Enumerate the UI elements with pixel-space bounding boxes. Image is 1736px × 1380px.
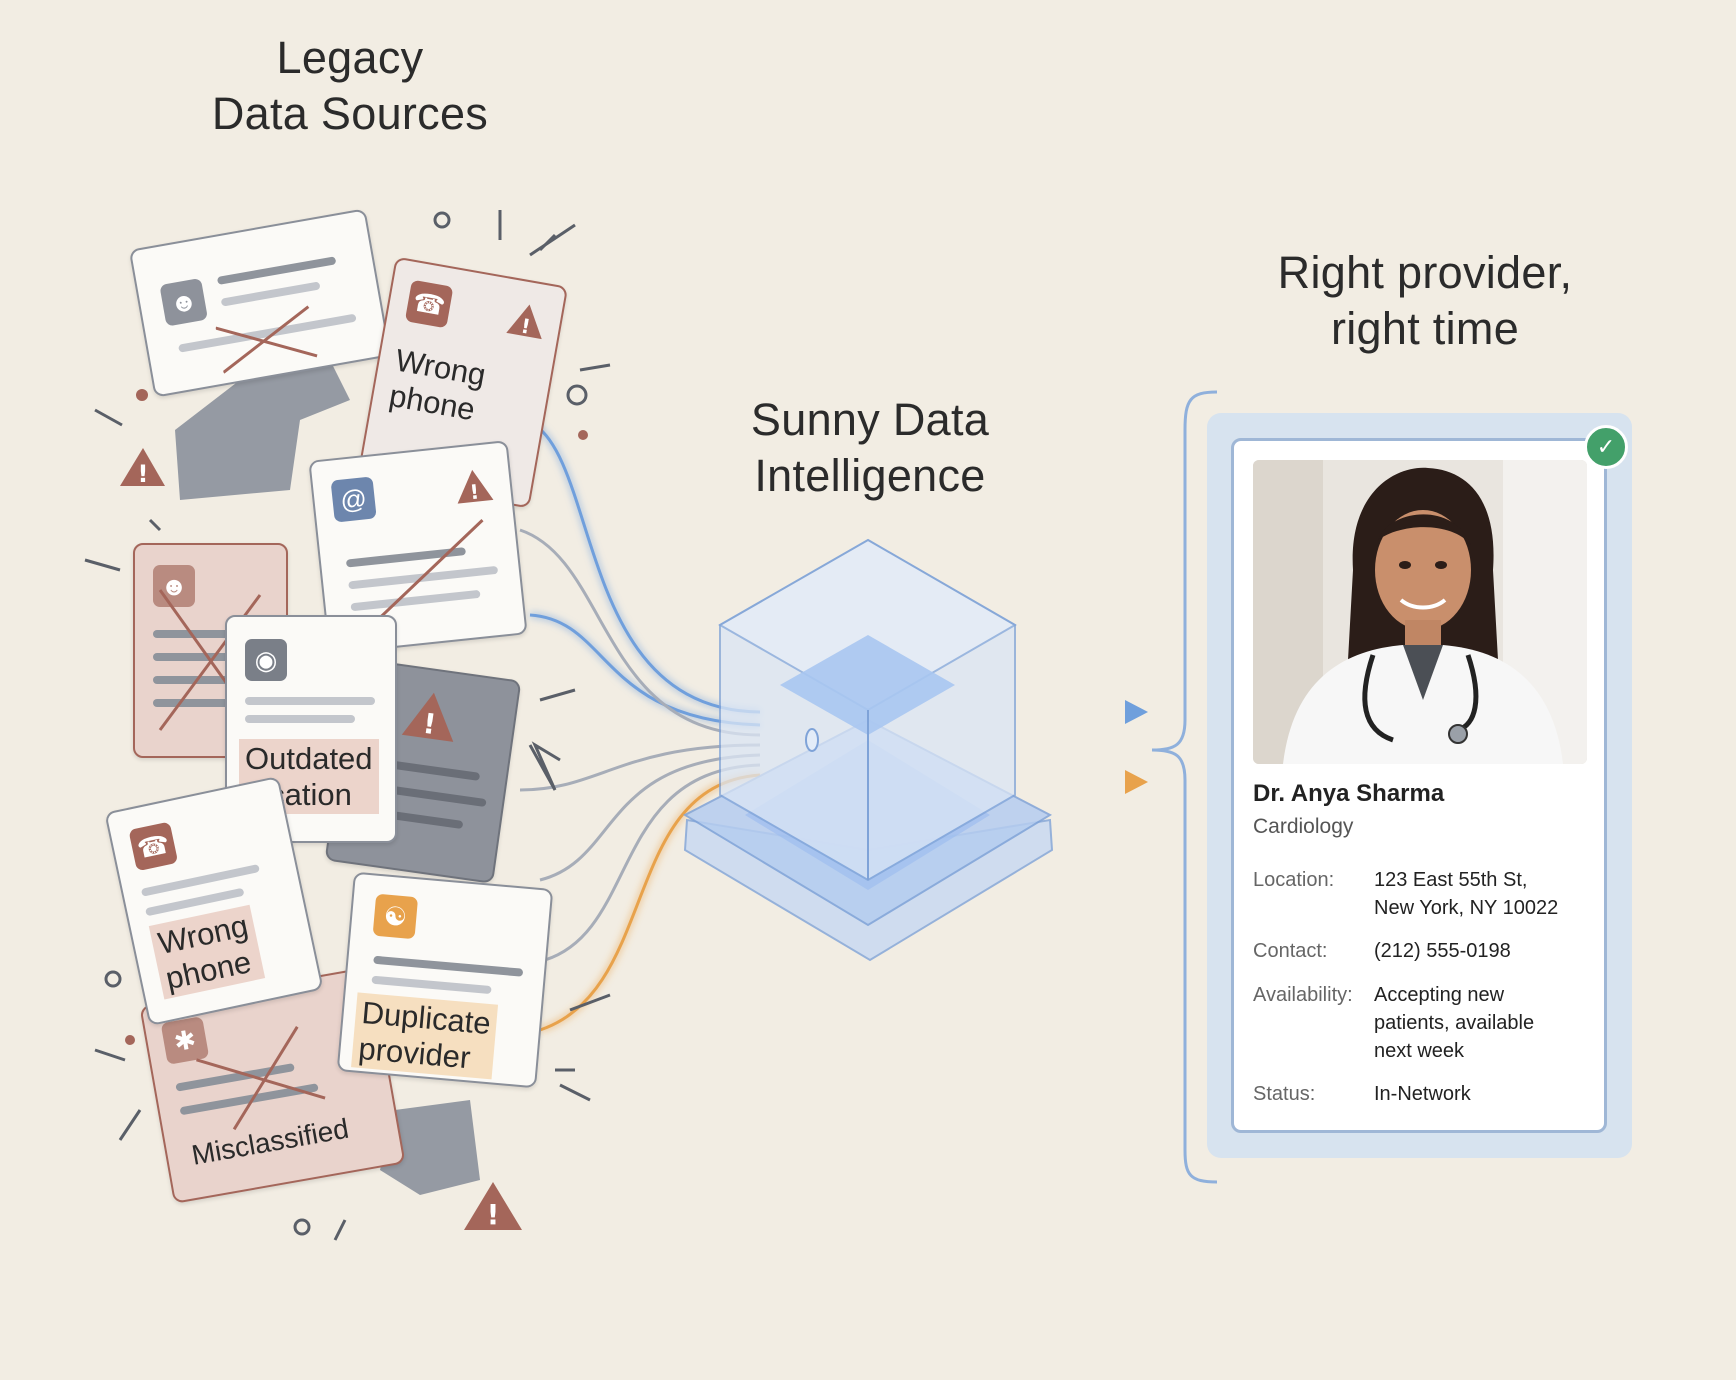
location-label: Location:: [1253, 869, 1335, 891]
sunny-cube: [682, 538, 1054, 962]
heading-line: Sunny Data: [750, 394, 990, 445]
heading-line: Legacy: [276, 32, 424, 83]
label-line: Outdated: [245, 741, 373, 776]
person-icon: ☻: [153, 565, 195, 607]
status-label: Status:: [1253, 1083, 1316, 1105]
legacy-sources-heading: Legacy Data Sources: [180, 30, 520, 143]
heading-line: Data Sources: [211, 88, 489, 140]
warning-icon: !: [120, 448, 165, 488]
flow-line-blue: [534, 423, 761, 714]
result-heading: Right provider, right time: [1215, 245, 1635, 358]
legacy-card-profile: ☻: [128, 208, 392, 398]
cross-out-mark: [196, 1026, 326, 1131]
flow-line-blue: [529, 613, 761, 727]
flow-line-grey: [544, 763, 761, 962]
availability-line: patients, available: [1374, 1012, 1535, 1034]
warning-icon: !: [464, 1182, 522, 1231]
availability-line: Accepting new: [1374, 984, 1505, 1006]
location-value: 123 East 55th St, New York, NY 10022: [1374, 866, 1594, 922]
availability-line: next week: [1374, 1040, 1465, 1062]
availability-value: Accepting new patients, available next w…: [1374, 981, 1594, 1065]
heading-line: Right provider,: [1277, 247, 1573, 298]
wrong-phone-label: Wrong phone: [380, 339, 494, 431]
text-line: [153, 676, 263, 684]
text-line: [216, 256, 337, 285]
group-icon: ☯: [372, 893, 419, 940]
cross-out-mark: [215, 305, 318, 374]
text-line: [153, 699, 243, 707]
legacy-card-wrong-phone-top: ☎ ! Wrong phone: [356, 256, 569, 509]
text-line: [245, 697, 375, 705]
provider-specialty: Cardiology: [1253, 815, 1354, 838]
svg-text:!: !: [138, 460, 149, 488]
warning-icon: !: [457, 469, 494, 504]
text-line: [371, 975, 492, 995]
provider-photo: [1253, 460, 1587, 764]
check-icon: ✓: [1584, 425, 1628, 469]
scatter-dots: [125, 389, 588, 1045]
decor-shape: [175, 360, 350, 500]
svg-text:!: !: [421, 707, 438, 741]
wrong-phone-label: Wrong phone: [148, 904, 265, 1000]
status-value: In-Network: [1374, 1083, 1471, 1105]
legacy-card-outdated-location: ◉ Outdated location: [225, 615, 397, 843]
text-line: [153, 653, 253, 661]
decor-shape: [380, 1100, 480, 1195]
location-pin-icon: ◉: [245, 639, 287, 681]
location-line: New York, NY 10022: [1374, 897, 1559, 919]
flow-line-grey: [519, 743, 761, 792]
flow-line-grey: [539, 753, 761, 882]
flow-line-grey: [519, 528, 761, 737]
cross-out-mark: [362, 519, 484, 635]
heading-line: right time: [1330, 303, 1520, 355]
contact-label: Contact:: [1253, 940, 1328, 962]
text-line: [245, 715, 355, 723]
sunny-intelligence-heading: Sunny Data Intelligence: [700, 392, 1040, 505]
warning-icon: !: [506, 304, 542, 340]
legacy-card-duplicate-provider: ☯ Duplicate provider: [336, 871, 554, 1089]
location-line: 123 East 55th St,: [1374, 869, 1528, 891]
contact-value: (212) 555-0198: [1374, 940, 1511, 962]
person-icon: ☻: [159, 277, 209, 327]
svg-text:!: !: [519, 314, 532, 339]
warning-icon: !: [401, 692, 454, 742]
legacy-card-email: @ !: [308, 440, 528, 655]
legacy-card-grey: !: [324, 657, 522, 884]
bracket: [1151, 390, 1218, 1184]
text-line: [373, 955, 524, 977]
scatter-marks: [84, 210, 611, 1241]
availability-label: Availability:: [1253, 984, 1353, 1006]
duplicate-provider-label: Duplicate provider: [351, 992, 499, 1080]
output-arrows: [985, 700, 1148, 794]
text-line: [153, 630, 263, 638]
legacy-card-misclassified: ✱ Misclassified: [139, 966, 406, 1204]
phone-icon: ☎: [404, 279, 454, 329]
svg-text:!: !: [469, 479, 481, 504]
provider-name: Dr. Anya Sharma: [1253, 780, 1445, 807]
phone-icon: ☎: [128, 821, 179, 872]
heading-line: Intelligence: [754, 450, 986, 502]
at-icon: @: [330, 476, 377, 523]
svg-text:!: !: [487, 1198, 500, 1231]
